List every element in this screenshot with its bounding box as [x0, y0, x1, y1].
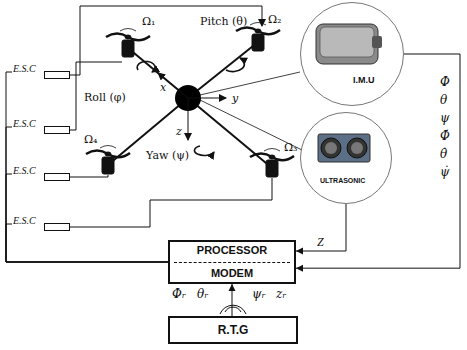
esc-symbol	[44, 126, 70, 134]
axis-label: x	[160, 82, 166, 93]
connector-line	[6, 72, 168, 262]
esc-symbol	[44, 223, 70, 231]
reference-signal: zᵣ	[276, 288, 287, 300]
state-signal: θ	[440, 94, 447, 106]
rtg-box: R.T.G	[168, 316, 298, 344]
esc-label: E.S.C	[13, 165, 36, 176]
esc-box: E.S.C	[12, 167, 70, 181]
ultrasonic-inset: ULTRASONIC	[300, 112, 392, 204]
connector-line	[6, 174, 168, 262]
axis-label: Pitch (θ)	[200, 16, 247, 27]
esc-label: E.S.C	[13, 118, 36, 129]
processor-box: PROCESSOR MODEM	[168, 240, 296, 284]
connector	[6, 127, 168, 262]
axis-label: Yaw (ψ)	[146, 150, 189, 161]
box-label: MODEM	[211, 267, 253, 279]
edge-label: Z	[316, 236, 325, 248]
state-signal: ψ̇	[440, 166, 449, 178]
state-signal: θ̇	[440, 148, 447, 160]
esc-label: E.S.C	[13, 215, 36, 226]
arrowhead	[296, 265, 303, 272]
reference-signal: θᵣ	[197, 288, 208, 300]
arrowhead	[296, 248, 303, 255]
esc-box: E.S.C	[12, 120, 70, 134]
box-label: R.T.G	[218, 323, 249, 337]
esc-box: E.S.C	[12, 65, 70, 79]
rotor-speed: Ω₂	[268, 14, 282, 25]
esc-symbol	[44, 173, 70, 181]
connector-line	[296, 54, 460, 268]
connector-line	[296, 204, 346, 251]
rotor-speed: Ω₄	[84, 134, 98, 145]
esc-symbol	[44, 71, 70, 79]
inset-label: I.M.U	[353, 75, 375, 85]
inset-label: ULTRASONIC	[320, 177, 365, 184]
axis-label: z	[176, 126, 182, 137]
arrowhead	[229, 284, 236, 291]
reference-signal: ψᵣ	[252, 288, 266, 300]
axis-label: y	[232, 93, 238, 104]
box-label: PROCESSOR	[197, 244, 267, 256]
connector	[6, 72, 168, 262]
rotor-speed: Ω₁	[142, 16, 156, 27]
esc-label: E.S.C	[13, 63, 36, 74]
state-signal: Φ	[440, 76, 450, 88]
dashed-divider	[174, 262, 290, 263]
state-signal: Φ̇	[440, 130, 450, 142]
reference-signal: Φᵣ	[172, 288, 186, 300]
connector	[229, 284, 236, 316]
axis-label: Roll (φ)	[84, 92, 126, 103]
esc-box: E.S.C	[12, 217, 70, 231]
connector	[296, 204, 346, 255]
connector	[6, 174, 168, 262]
imu-inset: I.M.U	[300, 2, 404, 106]
connector-line	[6, 127, 168, 262]
rotor-speed: Ω₃	[284, 142, 298, 153]
connector-line	[6, 224, 168, 262]
connector	[296, 54, 460, 272]
connector	[6, 224, 168, 262]
state-signal: ψ	[440, 112, 449, 124]
